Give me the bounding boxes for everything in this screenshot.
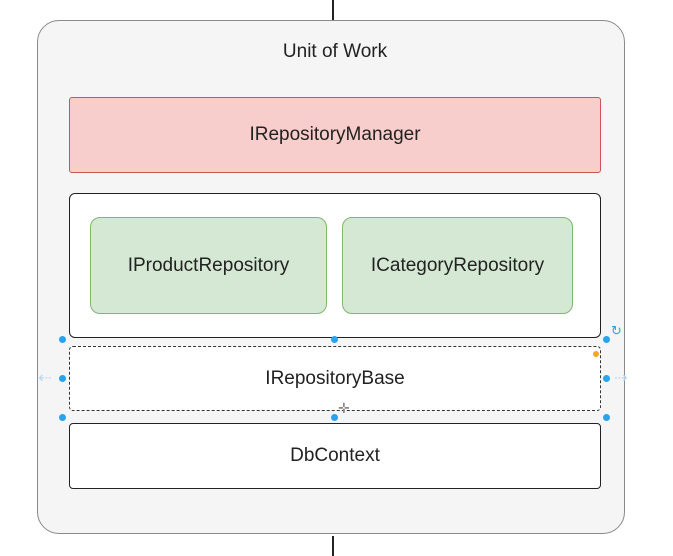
db-context-box[interactable]: DbContext [69,423,601,489]
category-repository-label: ICategoryRepository [370,254,545,276]
repository-manager-label: IRepositoryManager [249,124,421,145]
resize-handle-left[interactable] [59,375,66,382]
move-icon: ✛ [338,400,350,416]
repository-base-label: IRepositoryBase [265,367,405,389]
product-repository-label: IProductRepository [127,254,290,276]
resize-handle-right[interactable] [603,375,610,382]
category-repository-box[interactable]: ICategoryRepository [342,217,573,314]
arrow-right-icon[interactable]: ⇢ [614,370,628,387]
style-handle[interactable] [593,351,599,357]
resize-handle-bottom[interactable] [331,414,338,421]
connector-line-bottom [332,536,334,556]
repository-manager-box[interactable]: IRepositoryManager [69,97,601,173]
resize-handle-top-left[interactable] [59,336,66,343]
arrow-left-icon[interactable]: ⇠ [38,370,52,387]
resize-handle-bottom-right[interactable] [603,414,610,421]
product-repository-box[interactable]: IProductRepository [90,217,327,314]
resize-handle-top-right[interactable] [603,336,610,343]
repository-base-box[interactable]: IRepositoryBase [69,346,601,411]
unit-of-work-title: Unit of Work [282,41,388,62]
resize-handle-bottom-left[interactable] [59,414,66,421]
rotate-icon[interactable]: ↻ [611,323,622,338]
resize-handle-top[interactable] [331,336,338,343]
connector-line-top [332,0,334,20]
db-context-label: DbContext [290,445,380,466]
